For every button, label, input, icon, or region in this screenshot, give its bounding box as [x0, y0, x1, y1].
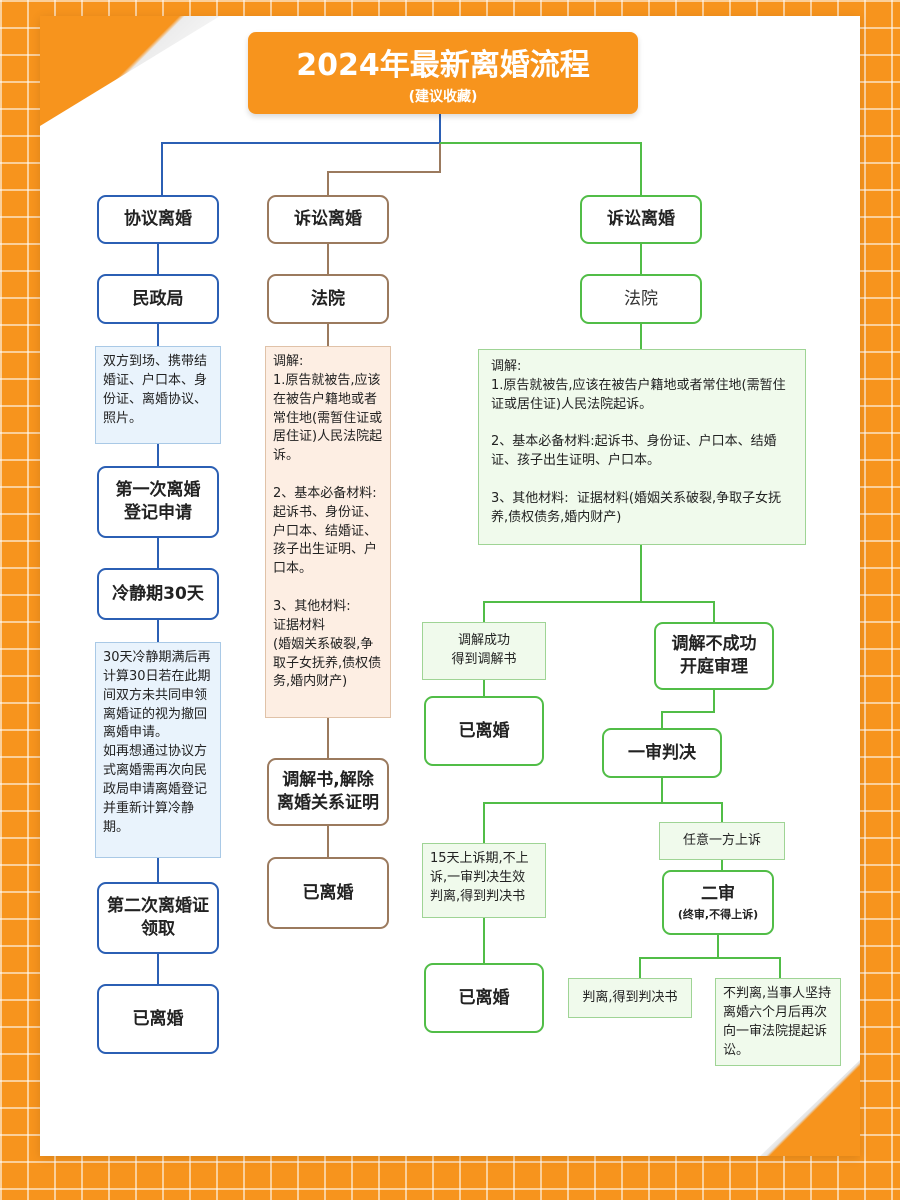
agreement-second-issue: 第二次离婚证 领取	[97, 882, 219, 954]
litigation-brown-materials: 调解: 1.原告就被告,应该在被告户籍地或者常住地(需暂住证或居住证)人民法院起…	[265, 346, 391, 718]
agreement-cooling-note: 30天冷静期满后再计算30日若在此期间双方未共同申领离婚证的视为撤回离婚申请。 …	[95, 642, 221, 858]
connector-title-green	[440, 142, 642, 195]
first-trial: 一审判决	[602, 728, 722, 778]
connector-green-fail	[661, 690, 715, 728]
divorce-granted: 判离,得到判决书	[568, 978, 692, 1018]
mediation-fail: 调解不成功 开庭审理	[654, 622, 774, 690]
litigation-brown-result: 已离婚	[267, 857, 389, 929]
connector-green-main	[483, 244, 715, 622]
litigation-green-court-label: 法院	[624, 288, 658, 309]
second-trial: 二审 (终审,不得上诉)	[662, 870, 774, 935]
litigation-brown-court: 法院	[267, 274, 389, 324]
litigation-green-court: 法院	[580, 274, 702, 324]
litigation-brown-document: 调解书,解除 离婚关系证明	[267, 758, 389, 826]
agreement-cooling-period: 冷静期30天	[97, 568, 219, 620]
agreement-office: 民政局	[97, 274, 219, 324]
appeal-period-result: 已离婚	[424, 963, 544, 1033]
divorce-not-granted: 不判离,当事人坚持离婚六个月后再次向一审法院提起诉讼。	[715, 978, 841, 1066]
agreement-result: 已离婚	[97, 984, 219, 1054]
connector-green-trial	[483, 778, 723, 843]
title-banner: 2024年最新离婚流程 (建议收藏)	[248, 32, 638, 114]
appeal-period-note: 15天上诉期,不上诉,一审判决生效判离,得到判决书	[422, 843, 546, 918]
second-trial-note: (终审,不得上诉)	[677, 907, 759, 921]
litigation-green-materials: 调解: 1.原告就被告,应该在被告户籍地或者常住地(需暂住证或居住证)人民法院起…	[478, 349, 806, 545]
agreement-materials: 双方到场、携带结婚证、户口本、身份证、离婚协议、照片。	[95, 346, 221, 444]
connector-green-appeal	[483, 860, 723, 963]
either-party-appeal: 任意一方上诉	[659, 822, 785, 860]
litigation-green-heading: 诉讼离婚	[580, 195, 702, 244]
second-trial-label: 二审	[701, 883, 735, 904]
page-title: 2024年最新离婚流程	[296, 48, 590, 83]
connector-title-brown	[327, 143, 441, 195]
page-subtitle: (建议收藏)	[408, 89, 478, 105]
connector-green-second	[639, 935, 781, 978]
mediation-success: 调解成功 得到调解书	[422, 622, 546, 680]
connector-title-blue	[161, 114, 441, 195]
agreement-first-apply: 第一次离婚 登记申请	[97, 466, 219, 538]
mediation-success-result: 已离婚	[424, 696, 544, 766]
agreement-heading: 协议离婚	[97, 195, 219, 244]
litigation-brown-heading: 诉讼离婚	[267, 195, 389, 244]
